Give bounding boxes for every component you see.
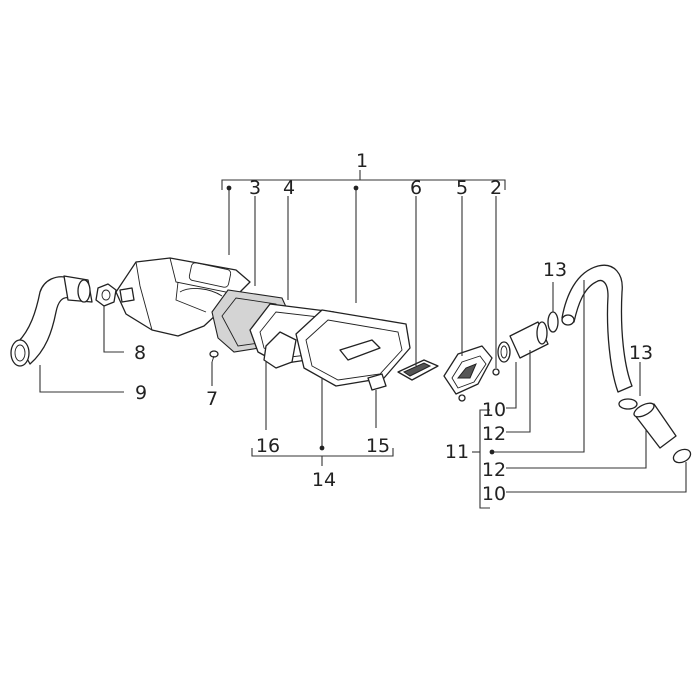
- callout-12-lower: 12: [482, 459, 506, 481]
- breather-hose-part-11: [561, 264, 633, 393]
- callout-1: 1: [356, 150, 368, 172]
- clamp-part-13-upper: [547, 311, 559, 333]
- valve-body-part-5: [443, 345, 493, 395]
- connector-part-12-lower: [633, 402, 677, 449]
- intake-hose-part-9: [10, 275, 93, 367]
- callout-10-lower: 10: [482, 483, 506, 505]
- callout-5: 5: [456, 177, 468, 199]
- callout-8: 8: [134, 342, 146, 364]
- callout-13-lower: 13: [629, 342, 653, 364]
- callout-2: 2: [490, 177, 502, 199]
- callout-9: 9: [135, 382, 147, 404]
- hose-clamp-part-10-lower: [672, 448, 692, 464]
- hose-clamp-part-10-upper: [497, 341, 511, 363]
- callout-14: 14: [312, 469, 336, 491]
- plate-part-6: [397, 359, 439, 381]
- sleeve-part-12-upper: [509, 321, 549, 359]
- callout-13-upper: 13: [543, 259, 567, 281]
- callout-12-upper: 12: [482, 423, 506, 445]
- callout-6: 6: [410, 177, 422, 199]
- callout-11: 11: [445, 441, 469, 463]
- clip-part-15: [367, 373, 387, 391]
- screw-part-2: [458, 368, 500, 402]
- callout-4: 4: [283, 177, 295, 199]
- leader-dots: [226, 185, 495, 455]
- leader-lines: [39, 170, 687, 509]
- callout-16: 16: [256, 435, 280, 457]
- seal-ring-part-16: [263, 331, 297, 369]
- air-box-cover-part-14: [295, 309, 411, 387]
- nut-part-8: [95, 283, 117, 307]
- screw-part-7: [209, 350, 219, 363]
- callout-15: 15: [366, 435, 390, 457]
- callout-3: 3: [249, 177, 261, 199]
- callout-10-upper: 10: [482, 399, 506, 421]
- clamp-part-13-lower: [618, 398, 638, 410]
- callout-7: 7: [206, 388, 218, 410]
